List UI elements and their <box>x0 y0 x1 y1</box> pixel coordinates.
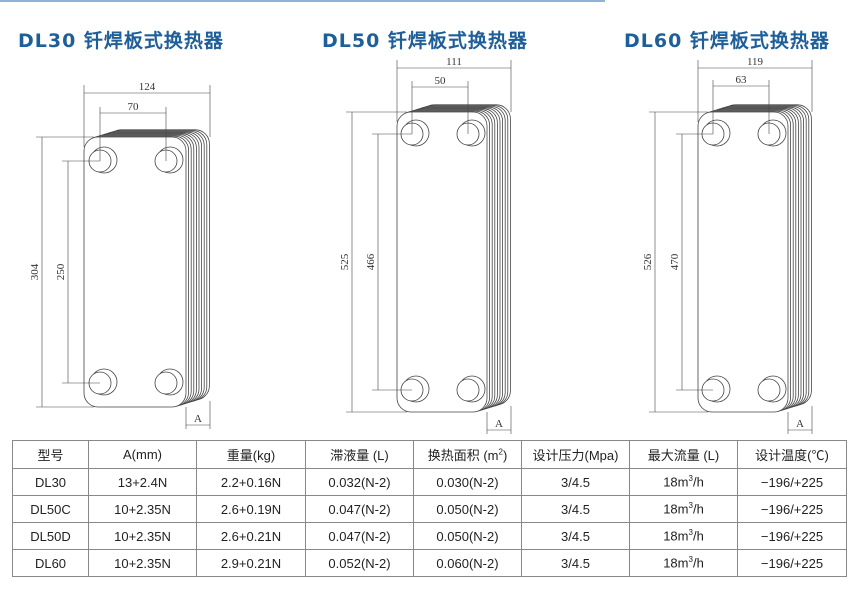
cell-holdup: 0.052(N-2) <box>305 549 414 577</box>
exchanger-drawing-0 <box>83 129 210 408</box>
flow-sup: 3 <box>688 474 693 484</box>
cell-area: 0.030(N-2) <box>413 468 522 496</box>
cell-pressure: 3/4.5 <box>521 522 630 550</box>
cell-flow: 18m3/h <box>629 468 738 496</box>
header-rule <box>0 0 605 2</box>
title-dl30: DL30 钎焊板式换热器 <box>18 30 224 52</box>
title-dl50: DL50 钎焊板式换热器 <box>322 30 528 52</box>
col-area-close: ) <box>502 448 508 463</box>
flow-unit: /h <box>692 501 704 517</box>
cell-holdup: 0.047(N-2) <box>305 495 414 523</box>
cell-flow: 18m3/h <box>629 495 738 523</box>
cell-model: DL30 <box>12 468 89 496</box>
col-pressure: 设计压力(Mpa) <box>521 440 630 469</box>
col-model: 型号 <box>12 440 89 469</box>
a-label: A <box>495 418 503 430</box>
flow-value: 18m <box>663 474 689 490</box>
height-label: 525 <box>339 253 351 270</box>
dimension-lines <box>649 60 813 434</box>
exchanger-drawing-2 <box>697 104 812 413</box>
front-plate <box>697 111 789 413</box>
cell-area: 0.060(N-2) <box>413 549 522 577</box>
cell-model: DL50D <box>12 522 89 550</box>
height-label: 526 <box>642 253 654 270</box>
cell-weight: 2.2+0.16N <box>196 468 306 496</box>
exchanger-drawing-1 <box>396 104 511 413</box>
width-label: 111 <box>446 56 462 68</box>
flow-sup: 3 <box>688 555 693 565</box>
col-area: 换热面积 (m2) <box>413 440 522 469</box>
port-vertical-label: 470 <box>669 253 681 270</box>
col-area-sup: 2 <box>498 447 503 457</box>
cell-weight: 2.6+0.19N <box>196 495 306 523</box>
cell-model: DL60 <box>12 549 89 577</box>
flow-value: 18m <box>663 528 689 544</box>
front-plate <box>83 136 187 408</box>
col-weight: 重量(kg) <box>196 440 306 469</box>
cell-temp: −196/+225 <box>737 549 847 577</box>
height-label: 304 <box>29 263 41 280</box>
cell-holdup: 0.032(N-2) <box>305 468 414 496</box>
dimension-lines <box>346 60 512 434</box>
dimension-lines <box>36 85 211 429</box>
col-temp: 设计温度(℃) <box>737 440 847 469</box>
cell-a: 10+2.35N <box>88 549 197 577</box>
port-pipe <box>757 378 781 402</box>
port-spacing-label: 70 <box>128 101 140 113</box>
cell-temp: −196/+225 <box>737 522 847 550</box>
flow-sup: 3 <box>688 501 693 511</box>
cell-holdup: 0.047(N-2) <box>305 522 414 550</box>
cell-area: 0.050(N-2) <box>413 495 522 523</box>
cell-temp: −196/+225 <box>737 495 847 523</box>
cell-weight: 2.6+0.21N <box>196 522 306 550</box>
cell-a: 10+2.35N <box>88 522 197 550</box>
col-area-label: 换热面积 (m <box>427 448 499 463</box>
cell-a: 10+2.35N <box>88 495 197 523</box>
port-pipe <box>154 371 178 395</box>
cell-pressure: 3/4.5 <box>521 495 630 523</box>
port-pipe <box>456 378 480 402</box>
cell-pressure: 3/4.5 <box>521 468 630 496</box>
cell-model: DL50C <box>12 495 89 523</box>
cell-flow: 18m3/h <box>629 522 738 550</box>
flow-sup: 3 <box>688 528 693 538</box>
port-vertical-label: 250 <box>55 263 67 280</box>
a-label: A <box>194 413 202 425</box>
cell-flow: 18m3/h <box>629 549 738 577</box>
cell-pressure: 3/4.5 <box>521 549 630 577</box>
title-dl60: DL60 钎焊板式换热器 <box>624 30 830 52</box>
cell-weight: 2.9+0.21N <box>196 549 306 577</box>
a-label: A <box>796 418 804 430</box>
port-spacing-label: 50 <box>435 75 447 87</box>
cell-area: 0.050(N-2) <box>413 522 522 550</box>
flow-unit: /h <box>692 474 704 490</box>
flow-value: 18m <box>663 501 689 517</box>
col-a: A(mm) <box>88 440 197 469</box>
flow-unit: /h <box>692 555 704 571</box>
width-label: 119 <box>747 56 764 68</box>
flow-value: 18m <box>663 555 689 571</box>
table-header-row: 型号 A(mm) 重量(kg) 滞液量 (L) 换热面积 (m2) 设计压力(M… <box>12 440 847 469</box>
port-spacing-label: 63 <box>736 74 748 86</box>
flow-unit: /h <box>692 528 704 544</box>
front-plate <box>396 111 488 413</box>
col-flow: 最大流量 (L) <box>629 440 738 469</box>
cell-temp: −196/+225 <box>737 468 847 496</box>
port-vertical-label: 466 <box>365 253 377 270</box>
width-label: 124 <box>139 81 156 93</box>
col-holdup: 滞液量 (L) <box>305 440 414 469</box>
spec-table: 型号 A(mm) 重量(kg) 滞液量 (L) 换热面积 (m2) 设计压力(M… <box>12 440 847 577</box>
cell-a: 13+2.4N <box>88 468 197 496</box>
